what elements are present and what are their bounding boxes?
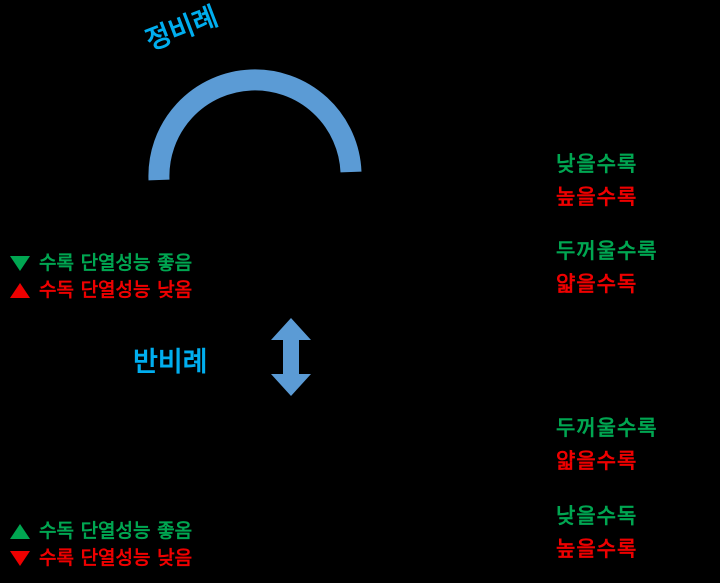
- double-headed-vertical-arrow-icon: [266, 316, 316, 398]
- value-green: 낮을수독: [556, 504, 638, 528]
- value-red: 높을수록: [556, 537, 638, 561]
- value-pair-4: 낮을수독 높을수록: [556, 500, 637, 566]
- up-triangle-green-icon: [10, 524, 30, 539]
- value-green: 낮을수록: [556, 152, 638, 176]
- legend-row: 수록 단열성능 좋음: [10, 250, 192, 277]
- legend-row-label: 수록 단열성능 낮음: [39, 547, 193, 569]
- value-green: 두꺼울수록: [556, 416, 658, 440]
- value-red: 얇을수록: [556, 449, 638, 473]
- legend-row: 수독 단열성능 낮옴: [10, 277, 192, 304]
- direct-proportion-label: 정비례: [141, 1, 223, 57]
- semicircle-arc-icon: [148, 60, 363, 185]
- value-red: 높을수록: [556, 185, 638, 209]
- inverse-proportion-label: 반비례: [133, 347, 208, 378]
- up-triangle-red-icon: [10, 283, 30, 298]
- legend-lower: 수독 단열성능 좋옴 수록 단열성능 낮음: [10, 518, 192, 572]
- legend-row-label: 수독 단열성능 좋옴: [39, 520, 193, 542]
- down-triangle-red-icon: [10, 551, 30, 566]
- legend-row-label: 수독 단열성능 낮옴: [39, 279, 193, 301]
- value-red: 얇을수독: [556, 272, 638, 296]
- value-pair-1: 낮을수록 높을수록: [556, 148, 637, 214]
- legend-row: 수록 단열성능 낮음: [10, 545, 192, 572]
- down-triangle-green-icon: [10, 256, 30, 271]
- value-green: 두꺼울수록: [556, 239, 658, 263]
- legend-row-label: 수록 단열성능 좋음: [39, 252, 193, 274]
- value-pair-2: 두꺼울수록 얇을수독: [556, 235, 658, 301]
- legend-upper: 수록 단열성능 좋음 수독 단열성능 낮옴: [10, 250, 192, 304]
- value-pair-3: 두꺼울수록 얇을수록: [556, 412, 658, 478]
- legend-row: 수독 단열성능 좋옴: [10, 518, 192, 545]
